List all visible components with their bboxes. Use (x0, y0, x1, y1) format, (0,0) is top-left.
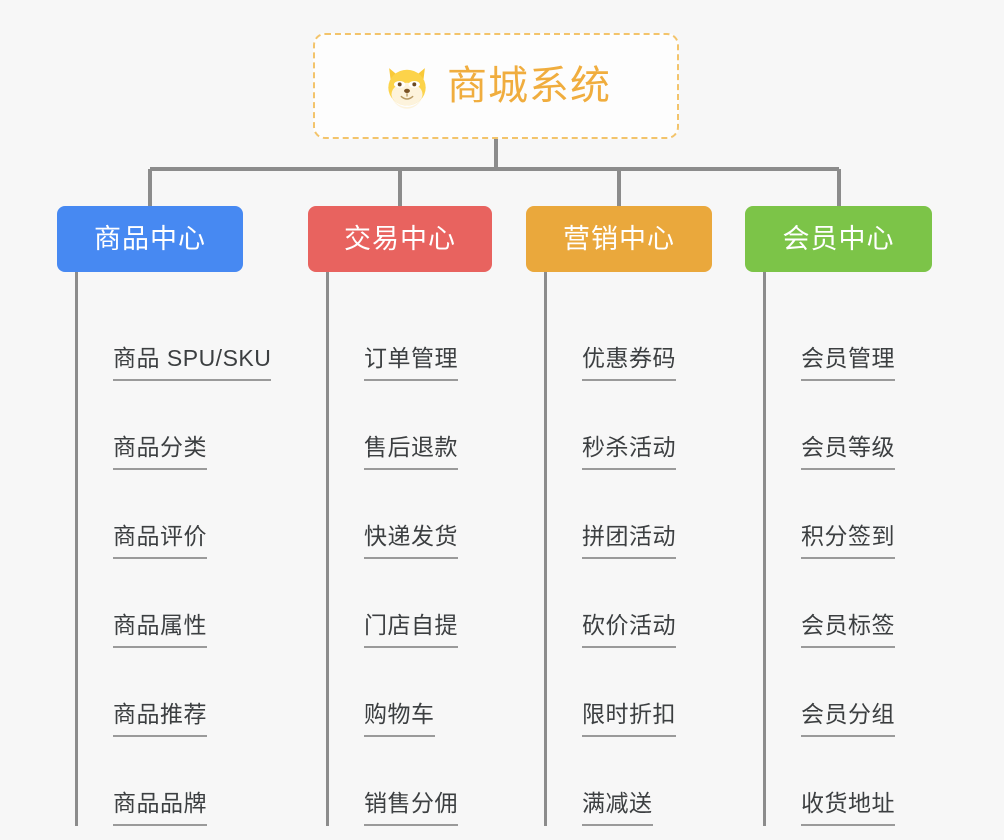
shiba-dog-face-icon (388, 68, 426, 109)
category-column-marketing: 营销中心 优惠券码 秒杀活动 拼团活动 砍价活动 限时折扣 满减送 (526, 206, 712, 826)
category-column-product: 商品中心 商品 SPU/SKU 商品分类 商品评价 商品属性 商品推荐 商品品牌 (57, 206, 272, 826)
list-item[interactable]: 购物车 (329, 648, 492, 737)
list-item[interactable]: 商品评价 (78, 470, 271, 559)
list-item[interactable]: 优惠券码 (547, 292, 712, 381)
leaf-label: 购物车 (364, 703, 435, 737)
list-item[interactable]: 会员分组 (766, 648, 932, 737)
category-box-product[interactable]: 商品中心 (57, 206, 243, 272)
leaf-label: 拼团活动 (582, 525, 676, 559)
list-item[interactable]: 商品品牌 (78, 737, 271, 826)
leaf-label: 满减送 (582, 792, 653, 826)
leaf-label: 快递发货 (364, 525, 458, 559)
leaf-label: 砍价活动 (582, 614, 676, 648)
leaf-label: 订单管理 (364, 347, 458, 381)
leaf-label: 商品属性 (113, 614, 207, 648)
leaf-label: 收货地址 (801, 792, 895, 826)
list-item[interactable]: 会员管理 (766, 292, 932, 381)
leaf-label: 商品品牌 (113, 792, 207, 826)
list-item[interactable]: 售后退款 (329, 381, 492, 470)
list-item[interactable]: 会员等级 (766, 381, 932, 470)
list-item[interactable]: 秒杀活动 (547, 381, 712, 470)
list-item[interactable]: 订单管理 (329, 292, 492, 381)
leaf-label: 商品 SPU/SKU (113, 347, 272, 381)
list-item[interactable]: 商品推荐 (78, 648, 271, 737)
list-item[interactable]: 商品属性 (78, 559, 271, 648)
root-node-title: 商城系统 (447, 64, 611, 108)
leaf-label: 优惠券码 (582, 347, 676, 381)
leaf-label: 秒杀活动 (582, 436, 676, 470)
leaf-label: 销售分佣 (364, 792, 458, 826)
list-item[interactable]: 满减送 (547, 737, 712, 826)
leaf-list-marketing: 优惠券码 秒杀活动 拼团活动 砍价活动 限时折扣 满减送 (544, 272, 712, 826)
list-item[interactable]: 商品分类 (78, 381, 271, 470)
category-box-marketing[interactable]: 营销中心 (526, 206, 712, 272)
leaf-list-product: 商品 SPU/SKU 商品分类 商品评价 商品属性 商品推荐 商品品牌 (75, 272, 272, 826)
category-box-trade[interactable]: 交易中心 (308, 206, 492, 272)
leaf-list-member: 会员管理 会员等级 积分签到 会员标签 会员分组 收货地址 (763, 272, 932, 826)
list-item[interactable]: 收货地址 (766, 737, 932, 826)
list-item[interactable]: 会员标签 (766, 559, 932, 648)
root-node-mall-system[interactable]: 商城系统 (313, 33, 679, 139)
list-item[interactable]: 销售分佣 (329, 737, 492, 826)
category-label: 会员中心 (782, 223, 895, 254)
leaf-label: 会员等级 (801, 436, 895, 470)
leaf-label: 会员标签 (801, 614, 895, 648)
list-item[interactable]: 砍价活动 (547, 559, 712, 648)
leaf-label: 商品评价 (113, 525, 207, 559)
category-label: 营销中心 (563, 223, 675, 254)
leaf-label: 门店自提 (364, 614, 458, 648)
list-item[interactable]: 积分签到 (766, 470, 932, 559)
leaf-label: 积分签到 (801, 525, 895, 559)
leaf-label: 商品分类 (113, 436, 207, 470)
list-item[interactable]: 快递发货 (329, 470, 492, 559)
category-column-trade: 交易中心 订单管理 售后退款 快递发货 门店自提 购物车 销售分佣 (308, 206, 492, 826)
leaf-label: 售后退款 (364, 436, 458, 470)
category-column-member: 会员中心 会员管理 会员等级 积分签到 会员标签 会员分组 收货地址 (745, 206, 932, 826)
list-item[interactable]: 商品 SPU/SKU (78, 292, 272, 381)
category-label: 商品中心 (94, 223, 206, 254)
leaf-label: 会员分组 (801, 703, 895, 737)
list-item[interactable]: 门店自提 (329, 559, 492, 648)
leaf-label: 商品推荐 (113, 703, 207, 737)
leaf-label: 会员管理 (801, 347, 895, 381)
list-item[interactable]: 限时折扣 (547, 648, 712, 737)
leaf-list-trade: 订单管理 售后退款 快递发货 门店自提 购物车 销售分佣 (326, 272, 492, 826)
leaf-label: 限时折扣 (582, 703, 676, 737)
list-item[interactable]: 拼团活动 (547, 470, 712, 559)
category-label: 交易中心 (344, 223, 456, 254)
category-box-member[interactable]: 会员中心 (745, 206, 932, 272)
